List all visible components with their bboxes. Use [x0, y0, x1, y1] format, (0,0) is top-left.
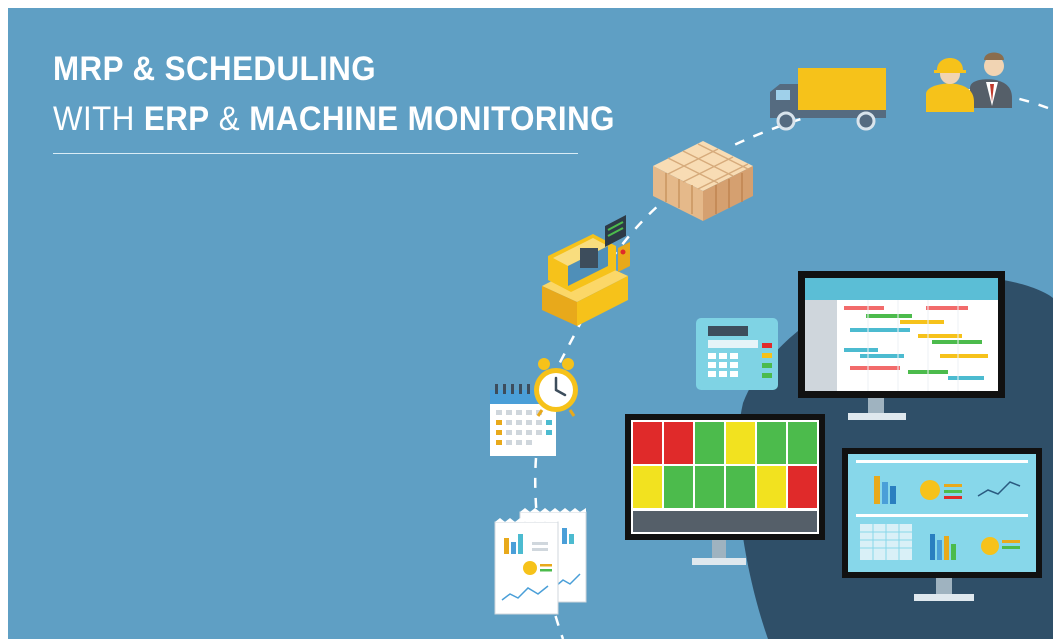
illustration-canvas [490, 52, 1053, 639]
dashboard-monitor-icon [842, 448, 1042, 601]
title-line-2: WITH ERP & MACHINE MONITORING [53, 100, 615, 138]
boxes-icon [653, 141, 753, 221]
status-board-grid [633, 422, 817, 532]
hero-illustration: MRP & SCHEDULING WITH ERP & MACHINE MONI… [8, 8, 1053, 639]
title-divider [53, 153, 578, 154]
gantt-monitor-icon [798, 271, 1005, 420]
status-board-monitor-icon [625, 414, 825, 565]
machine-icon [542, 215, 630, 326]
delivery-truck-icon [770, 68, 886, 131]
alarm-clock-icon [534, 358, 578, 417]
calculator-icon [696, 318, 778, 390]
title-line-1: MRP & SCHEDULING [53, 50, 377, 88]
workers-icon [926, 52, 1012, 112]
reports-icon [494, 508, 587, 615]
